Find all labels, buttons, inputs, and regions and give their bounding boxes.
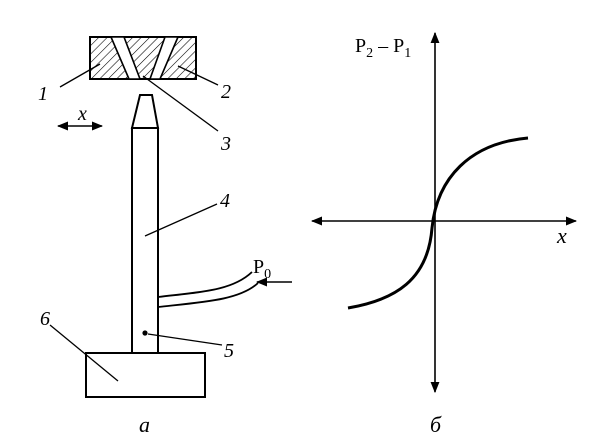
receiver-block — [89, 36, 197, 80]
leader-3 — [142, 75, 219, 132]
channel-2 — [148, 36, 180, 80]
label-3: 3 — [220, 133, 231, 155]
nozzle-tip — [130, 94, 160, 129]
channel-1 — [109, 36, 142, 80]
characteristic-curve — [347, 136, 529, 310]
label-5: 5 — [224, 340, 234, 362]
y-axis-label: P2 – P1 — [355, 35, 411, 61]
supply-line-lower — [157, 282, 259, 308]
caption-a: а — [139, 412, 150, 437]
label-x-motion: x — [77, 103, 87, 125]
jet-tube — [131, 127, 159, 354]
caption-b: б — [430, 412, 442, 437]
label-p0: P0 — [253, 256, 271, 282]
label-1: 1 — [38, 83, 48, 105]
leader-6 — [49, 324, 119, 382]
pivot-point — [142, 330, 148, 336]
panel-a: 1 2 3 4 5 6 x P0 а — [38, 36, 292, 437]
panel-b: P2 – P1 x б — [310, 31, 578, 437]
leader-2 — [177, 65, 219, 86]
leader-1 — [59, 63, 101, 88]
leader-4 — [144, 203, 218, 237]
label-6: 6 — [40, 308, 50, 330]
base — [85, 352, 206, 398]
leader-5 — [147, 333, 223, 346]
supply-line-upper — [157, 271, 253, 298]
label-4: 4 — [220, 190, 230, 212]
x-axis-label: x — [556, 223, 567, 248]
label-2: 2 — [221, 81, 231, 103]
